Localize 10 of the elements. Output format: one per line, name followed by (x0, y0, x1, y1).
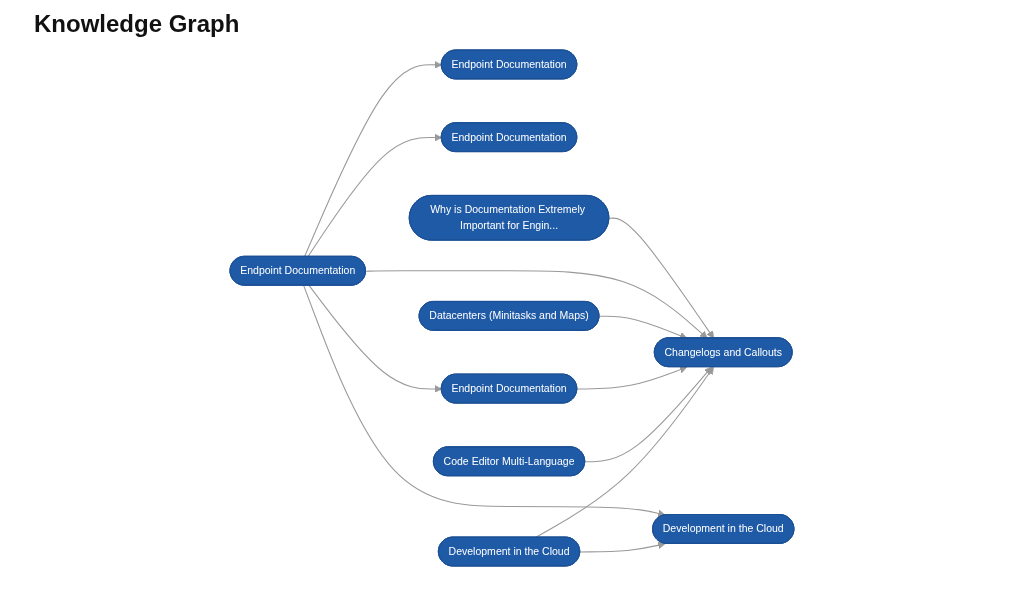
arrow (576, 366, 687, 390)
arrow (364, 270, 708, 339)
arrow (308, 285, 442, 393)
arrow (584, 366, 712, 463)
arrow (608, 217, 714, 339)
arrow (306, 133, 442, 258)
arrow (579, 541, 666, 553)
arrow (302, 285, 666, 518)
title: Knowledge Graph (34, 10, 241, 38)
arrow (303, 61, 442, 258)
